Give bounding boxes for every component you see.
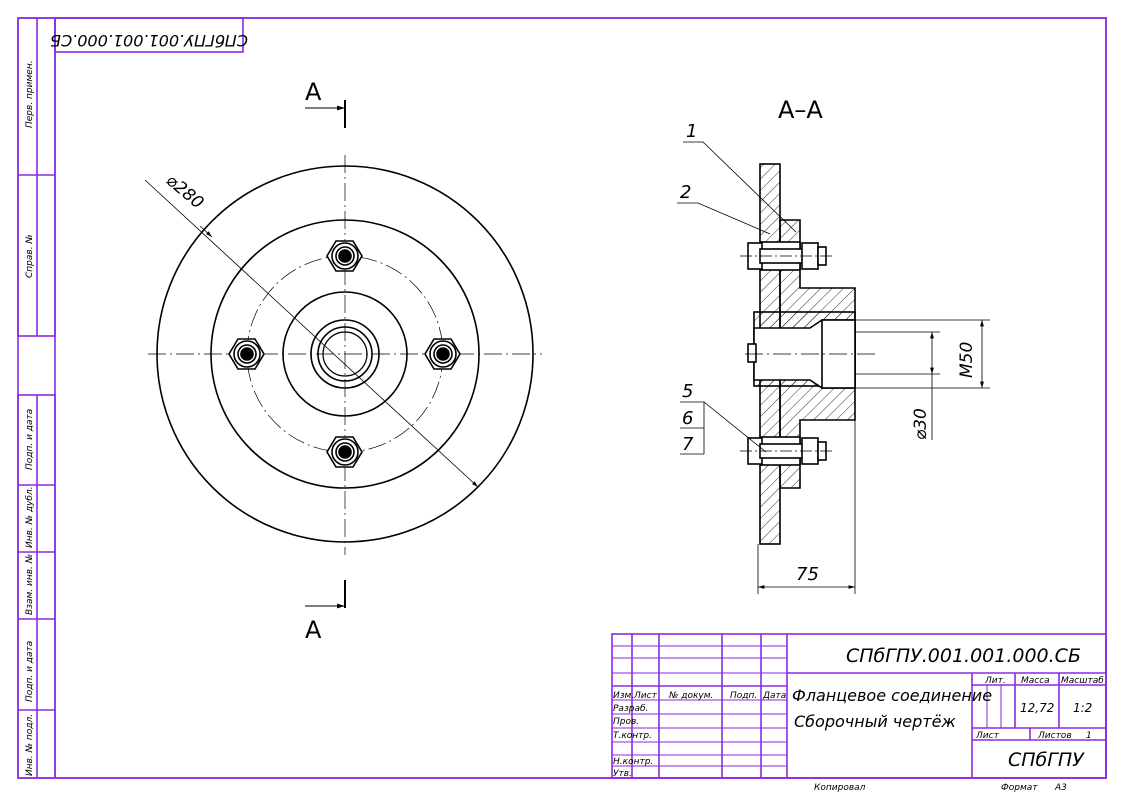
tb-hdr-data: Дата xyxy=(762,691,786,701)
footer-copied: Копировал xyxy=(814,783,866,793)
tb-scale-value: 1:2 xyxy=(1073,701,1092,715)
tb-scale-label: Масштаб xyxy=(1061,676,1104,686)
dim-diameter-inner: ⌀30 xyxy=(911,408,931,440)
front-view xyxy=(144,155,542,555)
tb-hdr-izm: Изм. xyxy=(613,691,634,701)
bolt-left xyxy=(228,338,265,370)
section-dimensions xyxy=(757,319,990,594)
callout-5: 5 xyxy=(682,381,693,402)
callouts: 1 2 5 6 7 xyxy=(680,121,697,455)
footer-format-value: А3 xyxy=(1054,783,1067,793)
bolt-right xyxy=(424,338,461,370)
footer: Копировал Формат А3 xyxy=(814,783,1067,793)
callout-1: 1 xyxy=(686,121,697,142)
tb-hdr-doc: № докум. xyxy=(668,691,713,701)
tb-lit-label: Лит. xyxy=(984,676,1006,686)
dim-thread: М50 xyxy=(957,342,977,378)
title-block-text: СПбГПУ.001.001.000.СБ Изм. Лист № докум.… xyxy=(613,645,1104,779)
side-stamp: Перв. примен. Справ. № Подп. и дата Инв.… xyxy=(25,60,35,776)
tb-mass-value: 12,72 xyxy=(1020,701,1054,715)
side-label-sprav: Справ. № xyxy=(25,234,35,278)
tb-mass-label: Масса xyxy=(1021,676,1050,686)
tb-name-line2: Сборочный чертёж xyxy=(794,712,956,731)
bolt-top xyxy=(326,240,363,272)
side-label-podl: Инв. № подл. xyxy=(25,714,35,776)
section-view xyxy=(740,163,875,545)
frame xyxy=(17,17,1107,779)
tb-role-razrab: Разраб. xyxy=(613,704,648,714)
tb-sheets-value: 1 xyxy=(1086,731,1092,741)
section-marker-bottom: А xyxy=(305,616,322,644)
tb-role-prov: Пров. xyxy=(613,717,639,727)
section-marker-top: А xyxy=(305,78,322,106)
section-title: А–А xyxy=(778,96,823,124)
side-label-dubl: Инв. № дубл. xyxy=(25,486,35,548)
title-block xyxy=(611,633,1107,779)
callout-2: 2 xyxy=(680,182,691,203)
side-label-perv: Перв. примен. xyxy=(25,60,35,128)
side-label-vzam: Взам. инв. № xyxy=(25,554,35,615)
tb-org: СПбГПУ xyxy=(1008,749,1085,771)
tb-role-nkontr: Н.контр. xyxy=(613,757,653,767)
rotated-code: СПбГПУ.001.001.000.СБ xyxy=(50,31,248,50)
footer-format-label: Формат xyxy=(1001,783,1038,793)
tb-role-utv: Утв. xyxy=(613,769,632,779)
side-label-podp1: Подп. и дата xyxy=(25,409,35,470)
tb-code: СПбГПУ.001.001.000.СБ xyxy=(846,645,1081,667)
callout-7: 7 xyxy=(682,434,694,455)
tb-name-line1: Фланцевое соединение xyxy=(792,686,992,705)
tb-hdr-podp: Подп. xyxy=(730,691,757,701)
dim-diameter-outer: ⌀280 xyxy=(162,171,208,214)
side-label-podp2: Подп. и дата xyxy=(25,641,35,702)
callout-6: 6 xyxy=(682,408,693,429)
callout-leaders xyxy=(677,141,797,455)
dim-length: 75 xyxy=(796,564,819,585)
bolt-bottom xyxy=(326,436,363,468)
tb-hdr-list: Лист xyxy=(633,691,658,701)
tb-sheets-label: Листов xyxy=(1037,731,1072,741)
section-arrows xyxy=(305,100,346,609)
tb-role-tkontr: Т.контр. xyxy=(613,731,652,741)
tb-sheet-label: Лист xyxy=(975,731,1000,741)
